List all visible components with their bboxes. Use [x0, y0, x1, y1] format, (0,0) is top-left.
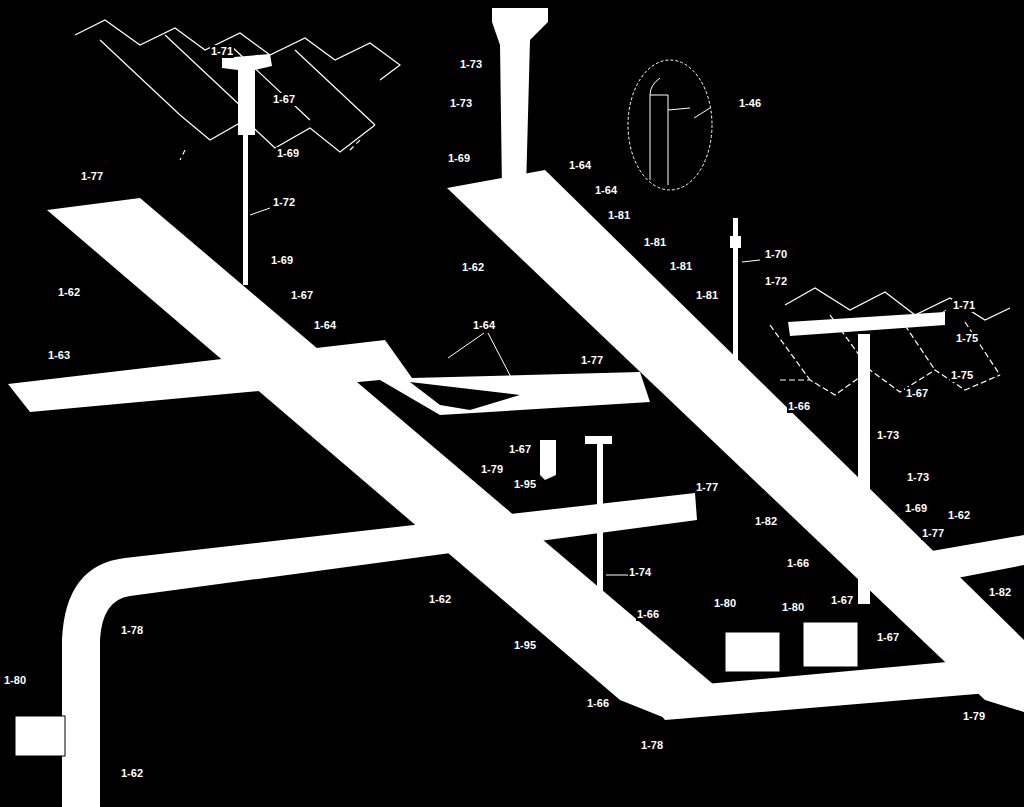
callout-number: 1-62	[947, 509, 971, 522]
tray-gaps	[410, 382, 520, 410]
callout-number: 1-75	[950, 369, 974, 382]
callout-number: 1-70	[764, 248, 788, 261]
callout-number: 1-72	[272, 196, 296, 209]
callout-number: 1-74	[628, 566, 652, 579]
callout-number: 1-77	[921, 527, 945, 540]
callout-number: 1-73	[876, 429, 900, 442]
callout-number: 1-80	[713, 597, 737, 610]
callout-number: 1-71	[210, 45, 234, 58]
callout-number: 1-75	[955, 332, 979, 345]
callout-number: 1-81	[607, 209, 631, 222]
callout-number: 1-63	[47, 349, 71, 362]
callout-number: 1-81	[643, 236, 667, 249]
callout-number: 1-67	[830, 594, 854, 607]
callout-number: 1-64	[594, 184, 618, 197]
callout-number: 1-64	[313, 319, 337, 332]
callout-number: 1-62	[57, 286, 81, 299]
callout-number: 1-81	[669, 260, 693, 273]
callout-number: 1-80	[3, 674, 27, 687]
callout-number: 1-62	[428, 593, 452, 606]
callout-number: 1-77	[695, 481, 719, 494]
callout-number: 1-82	[754, 515, 778, 528]
callout-number: 1-69	[904, 502, 928, 515]
callout-number: 1-67	[272, 93, 296, 106]
callout-number: 1-80	[781, 601, 805, 614]
inset	[628, 60, 712, 190]
callout-number: 1-64	[568, 159, 592, 172]
callout-number: 1-78	[640, 739, 664, 752]
callout-number: 1-64	[472, 319, 496, 332]
callout-number: 1-69	[447, 152, 471, 165]
callout-number: 1-95	[513, 478, 537, 491]
callout-number: 1-69	[270, 254, 294, 267]
covers	[15, 622, 858, 756]
callout-number: 1-73	[906, 471, 930, 484]
callout-number: 1-71	[952, 299, 976, 312]
callout-number: 1-73	[449, 97, 473, 110]
callout-number: 1-66	[586, 697, 610, 710]
callout-number: 1-82	[988, 586, 1012, 599]
callout-number: 1-62	[461, 261, 485, 274]
callout-number: 1-66	[786, 557, 810, 570]
callout-number: 1-67	[876, 631, 900, 644]
callout-number: 1-73	[459, 58, 483, 71]
callout-number: 1-81	[695, 289, 719, 302]
callout-number: 1-46	[738, 97, 762, 110]
callout-number: 1-67	[290, 289, 314, 302]
callout-number: 1-95	[513, 639, 537, 652]
callout-number: 1-69	[276, 147, 300, 160]
callout-number: 1-66	[787, 400, 811, 413]
callout-number: 1-79	[480, 463, 504, 476]
callout-number: 1-77	[80, 170, 104, 183]
callout-number: 1-67	[905, 387, 929, 400]
callout-number: 1-67	[508, 443, 532, 456]
trays	[8, 170, 1024, 807]
callout-number: 1-72	[764, 275, 788, 288]
leader-lines	[250, 108, 946, 575]
callout-number: 1-62	[120, 767, 144, 780]
hangers	[222, 8, 945, 625]
callout-number: 1-79	[962, 710, 986, 723]
callout-number: 1-77	[580, 354, 604, 367]
callout-number: 1-78	[120, 624, 144, 637]
callout-number: 1-66	[636, 608, 660, 621]
